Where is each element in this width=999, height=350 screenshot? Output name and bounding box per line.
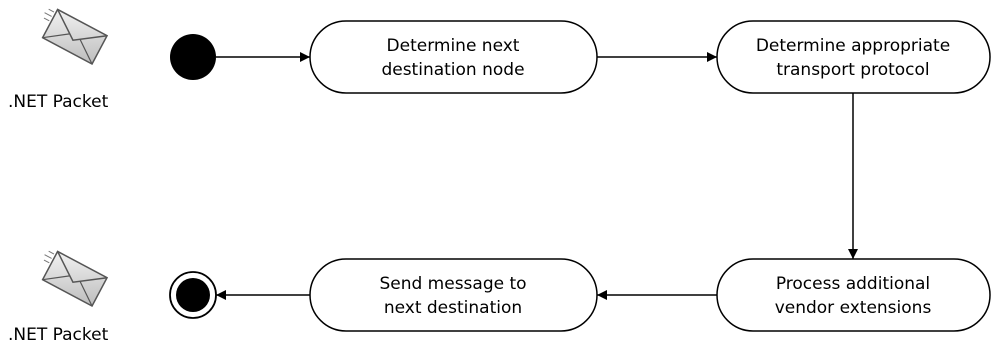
action-send-message: Send message to next destination: [309, 258, 598, 332]
action-label-line2: transport protocol: [776, 60, 929, 80]
final-node: [169, 271, 217, 319]
action-process-vendor-extensions: Process additional vendor extensions: [716, 258, 991, 332]
action-label-line2: destination node: [381, 60, 524, 80]
packet-envelope-icon-top: [41, 8, 109, 65]
action-label-line1: Determine appropriate: [756, 36, 950, 56]
initial-node: [170, 34, 216, 80]
action-determine-transport-protocol: Determine appropriate transport protocol: [716, 20, 991, 94]
action-determine-next-destination: Determine next destination node: [309, 20, 598, 94]
packet-label-top: .NET Packet: [8, 92, 109, 112]
action-label-line1: Determine next: [387, 36, 520, 56]
action-label-line1: Send message to: [379, 274, 526, 294]
packet-envelope-icon-bottom: [41, 250, 109, 307]
action-label-line1: Process additional: [776, 274, 930, 294]
action-label-line2: vendor extensions: [775, 298, 932, 318]
action-label-line2: next destination: [384, 298, 522, 318]
packet-label-bottom: .NET Packet: [8, 325, 109, 345]
